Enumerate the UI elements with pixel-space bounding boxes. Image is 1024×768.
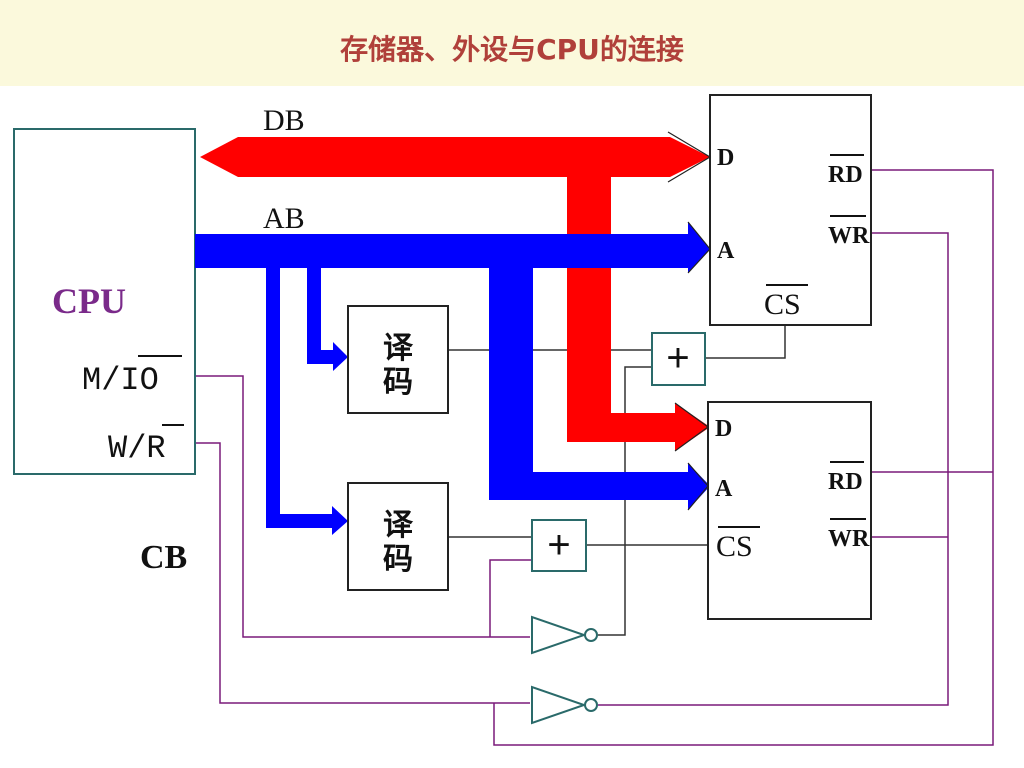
- or-gate-1-symbol: +: [666, 339, 690, 384]
- decoder-2: 译 码: [347, 482, 449, 591]
- device-2-d-label: D: [715, 416, 732, 442]
- inverter-2-triangle: [531, 685, 588, 725]
- cpu-box: [13, 128, 196, 475]
- device-1-a-pin: [687, 221, 711, 274]
- or-gate-2: +: [531, 519, 587, 572]
- mio-line: [195, 375, 530, 638]
- device-1-d-label: D: [717, 145, 734, 171]
- or-gate-1: +: [651, 332, 706, 386]
- inv1-output: [598, 366, 652, 636]
- control-bus-wires: [195, 169, 994, 746]
- device-2: D A CS RD WR: [674, 401, 872, 620]
- ab-branch-dec2: [266, 268, 348, 535]
- cpu-block: CPU M/IO W/R: [13, 128, 196, 475]
- decoder-2-bottom-char: 码: [383, 542, 413, 577]
- device-1-d-pin: [667, 131, 712, 183]
- gate1-output: [705, 326, 786, 359]
- mio-branch-gate2: [489, 559, 532, 637]
- decoder-1-bottom-char: 码: [383, 365, 413, 400]
- device-2-cs-label: CS: [716, 530, 753, 563]
- db-vertical: [567, 177, 611, 442]
- ab-branch-dec1: [307, 268, 348, 371]
- wr-branch-bottom: [493, 169, 994, 746]
- device-2-d-pin: [674, 402, 710, 452]
- decoder-2-top-char: 译: [383, 508, 414, 543]
- device-1: D A CS RD WR: [667, 94, 872, 326]
- cpu-label: CPU: [52, 281, 126, 321]
- decoder-2-box: [347, 482, 449, 591]
- device-2-wr-label: WR: [828, 526, 870, 552]
- device-2-a-pin: [687, 462, 709, 511]
- ab-label: AB: [263, 202, 305, 235]
- device-2-rd-label: RD: [828, 469, 863, 495]
- inverter-1: [531, 615, 598, 655]
- db-lower-arrow: [567, 403, 710, 451]
- ab-main-arrow: [195, 222, 710, 273]
- decoder-1-box: [347, 305, 449, 414]
- ab-down-mid: [489, 268, 533, 500]
- decoder-1-top-char: 译: [383, 331, 414, 366]
- device-1-a-label: A: [717, 238, 735, 264]
- address-bus: AB: [195, 202, 710, 535]
- inverter-2-bubble: [584, 698, 598, 712]
- inv2-output: [598, 232, 949, 706]
- data-bus: DB: [200, 104, 710, 451]
- title-bar: 存储器、外设与CPU的连接: [0, 0, 1024, 86]
- page-title: 存储器、外设与CPU的连接: [340, 33, 684, 66]
- inverter-1-triangle: [531, 615, 588, 655]
- device-1-wr-label: WR: [828, 223, 870, 249]
- wr-line: [195, 442, 530, 704]
- device-1-cs-label: CS: [764, 288, 801, 321]
- inverter-2: [531, 685, 598, 725]
- or-gate-2-symbol: +: [547, 526, 571, 571]
- or-gate-1-box: [651, 332, 706, 386]
- db-label: DB: [263, 104, 305, 137]
- device-1-box: [709, 94, 872, 326]
- cb-label: CB: [140, 539, 187, 576]
- device-1-rd-label: RD: [828, 162, 863, 188]
- ab-lower-arrow: [489, 463, 710, 510]
- db-main-arrow: [200, 137, 710, 177]
- decoder-1: 译 码: [347, 305, 449, 414]
- cpu-wr-label: W/R: [108, 430, 166, 467]
- device-2-box: [707, 401, 872, 620]
- inverter-1-bubble: [584, 628, 598, 642]
- cpu-mio-label: M/IO: [82, 362, 159, 399]
- device-2-a-label: A: [715, 476, 733, 502]
- or-gate-2-box: [531, 519, 587, 572]
